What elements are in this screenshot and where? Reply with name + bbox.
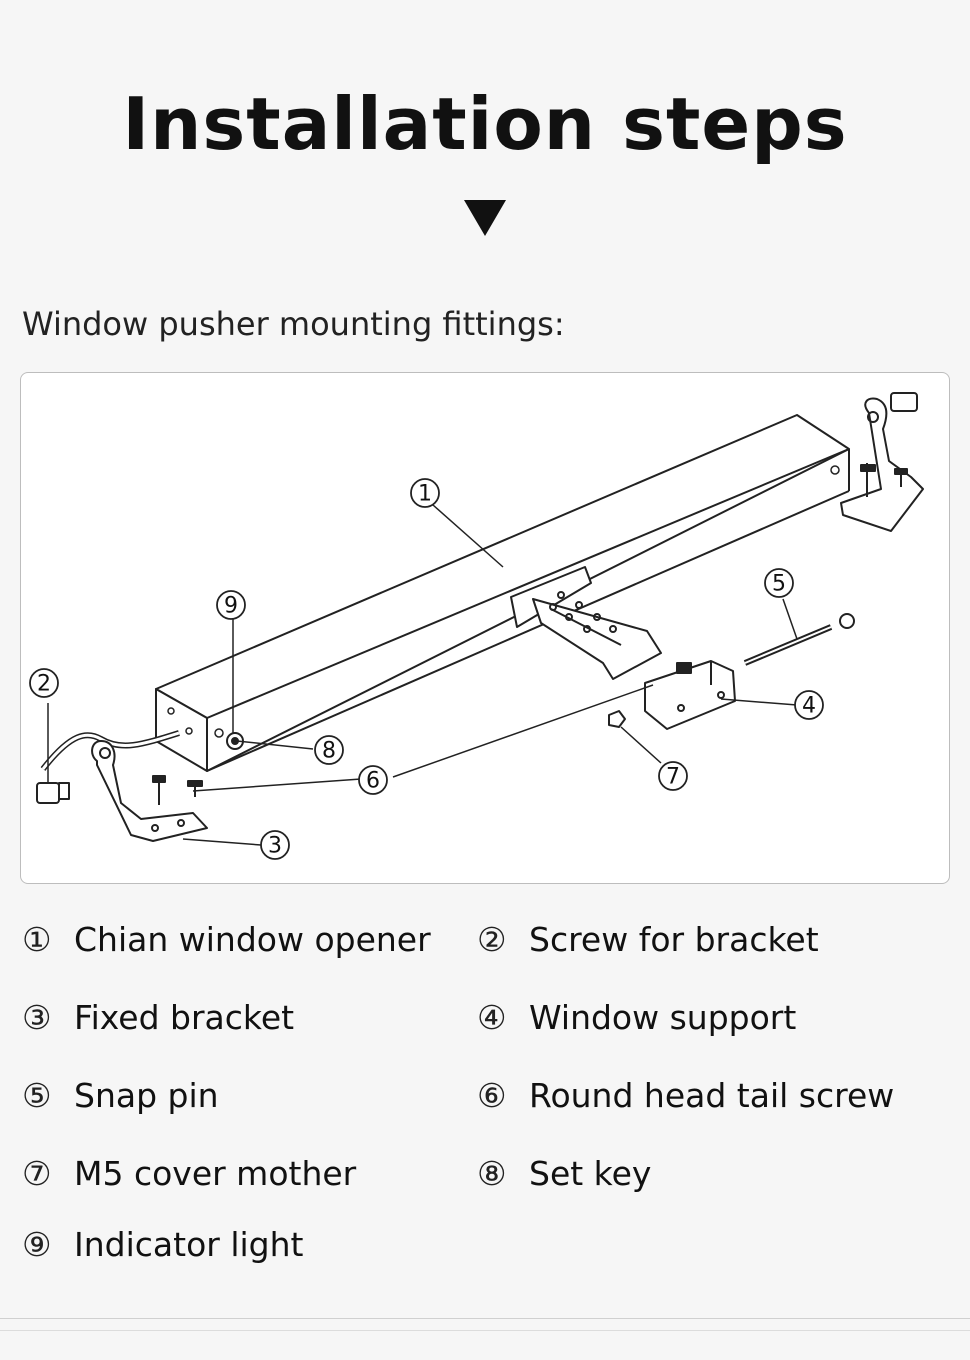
section-subtitle: Window pusher mounting fittings: <box>22 305 565 343</box>
down-arrow-icon <box>464 200 506 236</box>
legend-label-9: Indicator light <box>74 1225 304 1264</box>
left-fixed-bracket <box>91 740 208 842</box>
legend-item-5: ⑤ Snap pin <box>22 1074 219 1118</box>
legend-num-9: ⑨ <box>22 1225 52 1264</box>
legend-label-4: Window support <box>529 998 797 1037</box>
page-title: Installation steps <box>122 82 848 166</box>
callout-7-label: 7 <box>666 765 680 790</box>
callout-9-label: 9 <box>224 594 238 619</box>
legend-num-3: ③ <box>22 998 52 1037</box>
legend-num-5: ⑤ <box>22 1076 52 1115</box>
callout-2-label: 2 <box>37 672 51 697</box>
callout-4 <box>794 690 824 720</box>
callout-5-label: 5 <box>772 572 786 597</box>
legend-item-8: ⑧ Set key <box>477 1152 651 1196</box>
legend-num-8: ⑧ <box>477 1154 507 1193</box>
legend-item-4: ④ Window support <box>477 996 796 1040</box>
divider-line <box>0 1318 970 1319</box>
callout-2 <box>29 668 59 698</box>
center-mount <box>510 566 662 680</box>
callout-1-label: 1 <box>418 482 432 507</box>
legend-num-2: ② <box>477 920 507 959</box>
legend-label-5: Snap pin <box>74 1076 219 1115</box>
legend-num-4: ④ <box>477 998 507 1037</box>
exploded-diagram: 1 2 3 4 5 6 7 8 9 <box>20 372 950 884</box>
actuator-body <box>155 414 850 772</box>
legend-label-7: M5 cover mother <box>74 1154 357 1193</box>
divider-line <box>0 1330 970 1331</box>
callout-3-label: 3 <box>268 834 282 859</box>
legend-item-7: ⑦ M5 cover mother <box>22 1152 356 1196</box>
legend-item-1: ① Chian window opener <box>22 918 431 962</box>
diagram-svg: 1 2 3 4 5 6 7 8 9 <box>29 392 924 860</box>
legend-num-7: ⑦ <box>22 1154 52 1193</box>
legend-item-2: ② Screw for bracket <box>477 918 819 962</box>
legend-num-1: ① <box>22 920 52 959</box>
callout-8-label: 8 <box>322 739 336 764</box>
right-fixed-bracket <box>840 397 924 532</box>
callout-8 <box>314 735 344 765</box>
callout-5 <box>764 568 794 598</box>
legend-label-6: Round head tail screw <box>529 1076 895 1115</box>
callout-6 <box>358 765 388 795</box>
callout-6-label: 6 <box>366 769 380 794</box>
callout-4-label: 4 <box>802 694 816 719</box>
callout-1 <box>410 478 440 508</box>
legend-item-3: ③ Fixed bracket <box>22 996 294 1040</box>
callout-7 <box>658 761 688 791</box>
legend-num-6: ⑥ <box>477 1076 507 1115</box>
legend-label-1: Chian window opener <box>74 920 431 959</box>
legend-item-9: ⑨ Indicator light <box>22 1223 303 1267</box>
legend-label-2: Screw for bracket <box>529 920 819 959</box>
legend-label-3: Fixed bracket <box>74 998 295 1037</box>
callout-9 <box>216 590 246 620</box>
legend-label-8: Set key <box>529 1154 652 1193</box>
legend-item-6: ⑥ Round head tail screw <box>477 1074 894 1118</box>
callout-3 <box>260 830 290 860</box>
window-support-part <box>644 660 736 730</box>
